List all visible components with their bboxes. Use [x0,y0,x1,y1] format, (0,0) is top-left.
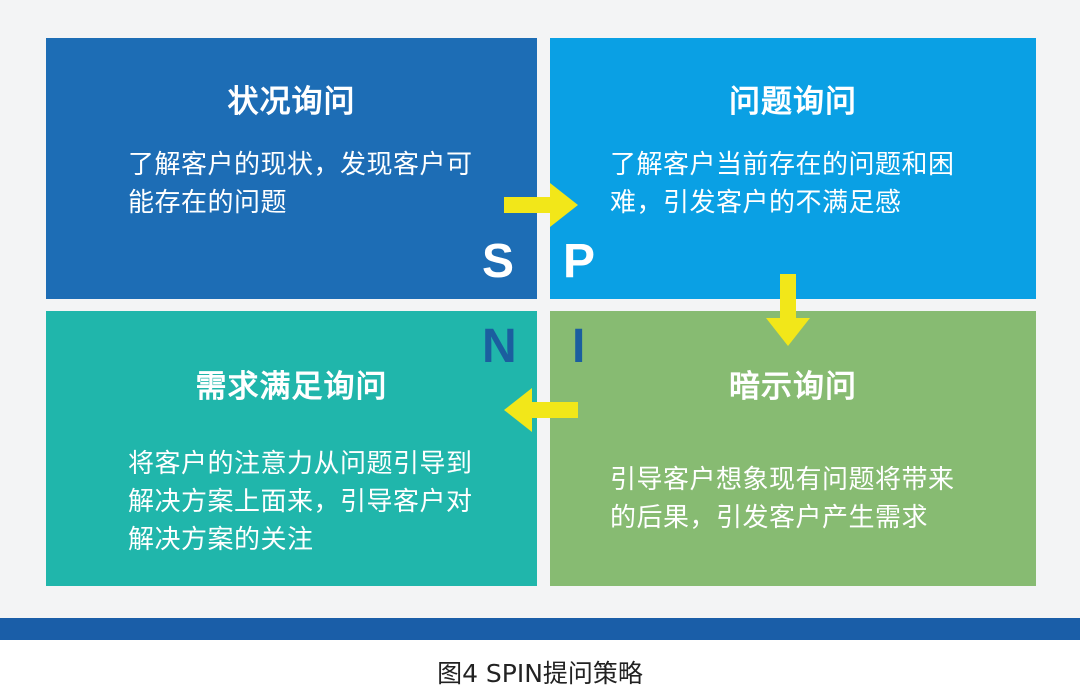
arrow-left-icon [504,388,578,432]
implication-description: 引导客户想象现有问题将带来 的后果，引发客户产生需求 [610,465,955,533]
situation-description: 了解客户的现状，发现客户可 能存在的问题 [128,150,473,218]
implication-title: 暗示询问 [729,369,857,405]
figure-caption: 图4 SPIN提问策略 [437,659,643,688]
problem-title: 问题询问 [729,84,857,120]
letter-p: P [563,235,596,288]
need-payoff-description: 将客户的注意力从问题引导到 解决方案上面来，引导客户对 解决方案的关注 [128,449,473,555]
situation-quadrant: 状况询问 了解客户的现状，发现客户可 能存在的问题 [46,38,537,299]
need-payoff-quadrant: 需求满足询问 将客户的注意力从问题引导到 解决方案上面来，引导客户对 解决方案的… [46,311,537,586]
problem-description: 了解客户当前存在的问题和困 难，引发客户的不满足感 [610,150,955,218]
bottom-bar [0,618,1080,640]
letter-s: S [482,235,515,288]
implication-quadrant: 暗示询问 引导客户想象现有问题将带来 的后果，引发客户产生需求 [550,311,1036,586]
letter-n: N [482,320,517,373]
situation-title: 状况询问 [227,84,356,120]
need-payoff-title: 需求满足询问 [195,369,388,405]
arrow-down-icon [766,274,810,346]
letter-i: I [572,320,586,373]
problem-quadrant: 问题询问 了解客户当前存在的问题和困 难，引发客户的不满足感 [550,38,1036,299]
arrow-right-icon [504,183,578,227]
